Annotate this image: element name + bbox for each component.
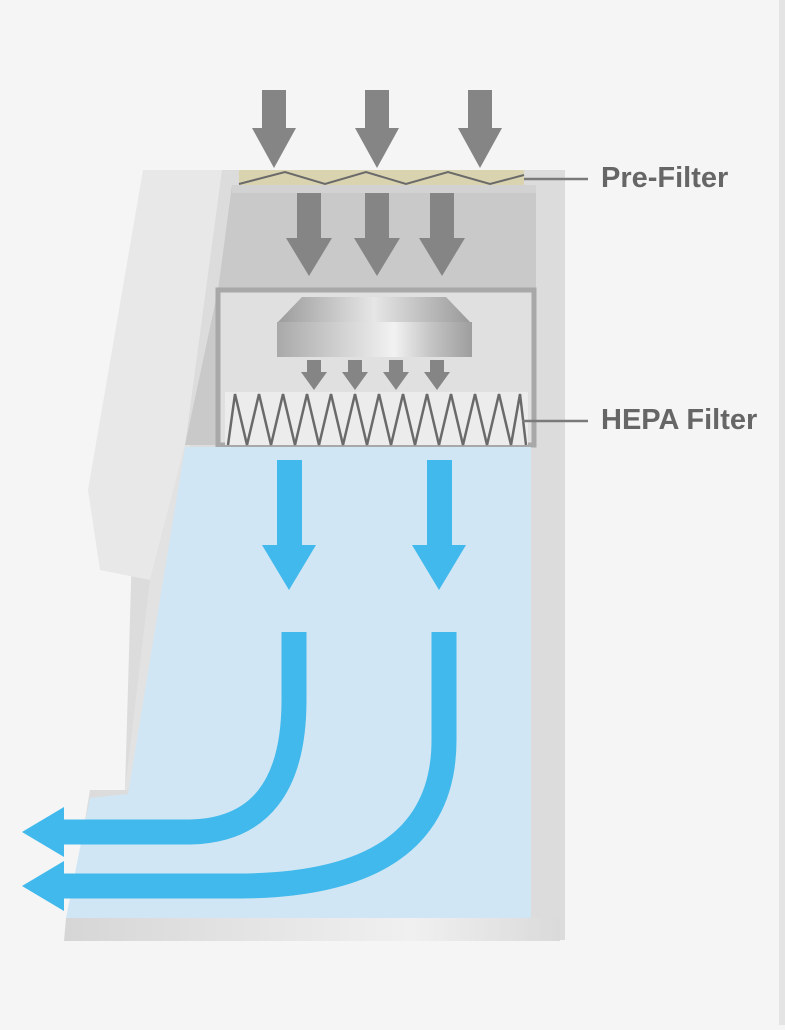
hepa-filter-label: HEPA Filter bbox=[601, 404, 758, 436]
fan-outflow-arrows bbox=[301, 360, 450, 390]
pre-filter-label: Pre-Filter bbox=[601, 162, 729, 194]
front-sash-panel bbox=[88, 170, 222, 580]
inflow-arrows-top bbox=[252, 90, 502, 168]
down-arrow-icon bbox=[286, 193, 332, 276]
down-arrow-icon bbox=[301, 360, 327, 390]
cabinet-base bbox=[64, 918, 560, 941]
fan-motor-top bbox=[278, 297, 470, 322]
plenum-top-strip bbox=[232, 185, 536, 193]
curved-airflow-arrows bbox=[22, 632, 457, 911]
arrowhead bbox=[22, 861, 64, 911]
down-arrow-icon bbox=[424, 360, 450, 390]
down-arrow-icon bbox=[419, 193, 465, 276]
pre-filter-pleats bbox=[238, 170, 525, 186]
downflow-arrows bbox=[262, 460, 466, 590]
fan-motor-body bbox=[277, 322, 472, 357]
curved-airflow-arrow-icon bbox=[60, 632, 457, 899]
inflow-arrows-plenum bbox=[286, 193, 465, 276]
down-arrow-icon bbox=[412, 460, 466, 590]
down-arrow-icon bbox=[383, 360, 409, 390]
curved-airflow-arrow-icon bbox=[60, 632, 307, 845]
down-arrow-icon bbox=[342, 360, 368, 390]
hepa-filter-pleats bbox=[226, 393, 528, 446]
down-arrow-icon bbox=[252, 90, 296, 168]
arrowhead bbox=[22, 807, 64, 857]
down-arrow-icon bbox=[458, 90, 502, 168]
down-arrow-icon bbox=[355, 90, 399, 168]
down-arrow-icon bbox=[354, 193, 400, 276]
down-arrow-icon bbox=[262, 460, 316, 590]
page-right-border bbox=[779, 0, 785, 1025]
